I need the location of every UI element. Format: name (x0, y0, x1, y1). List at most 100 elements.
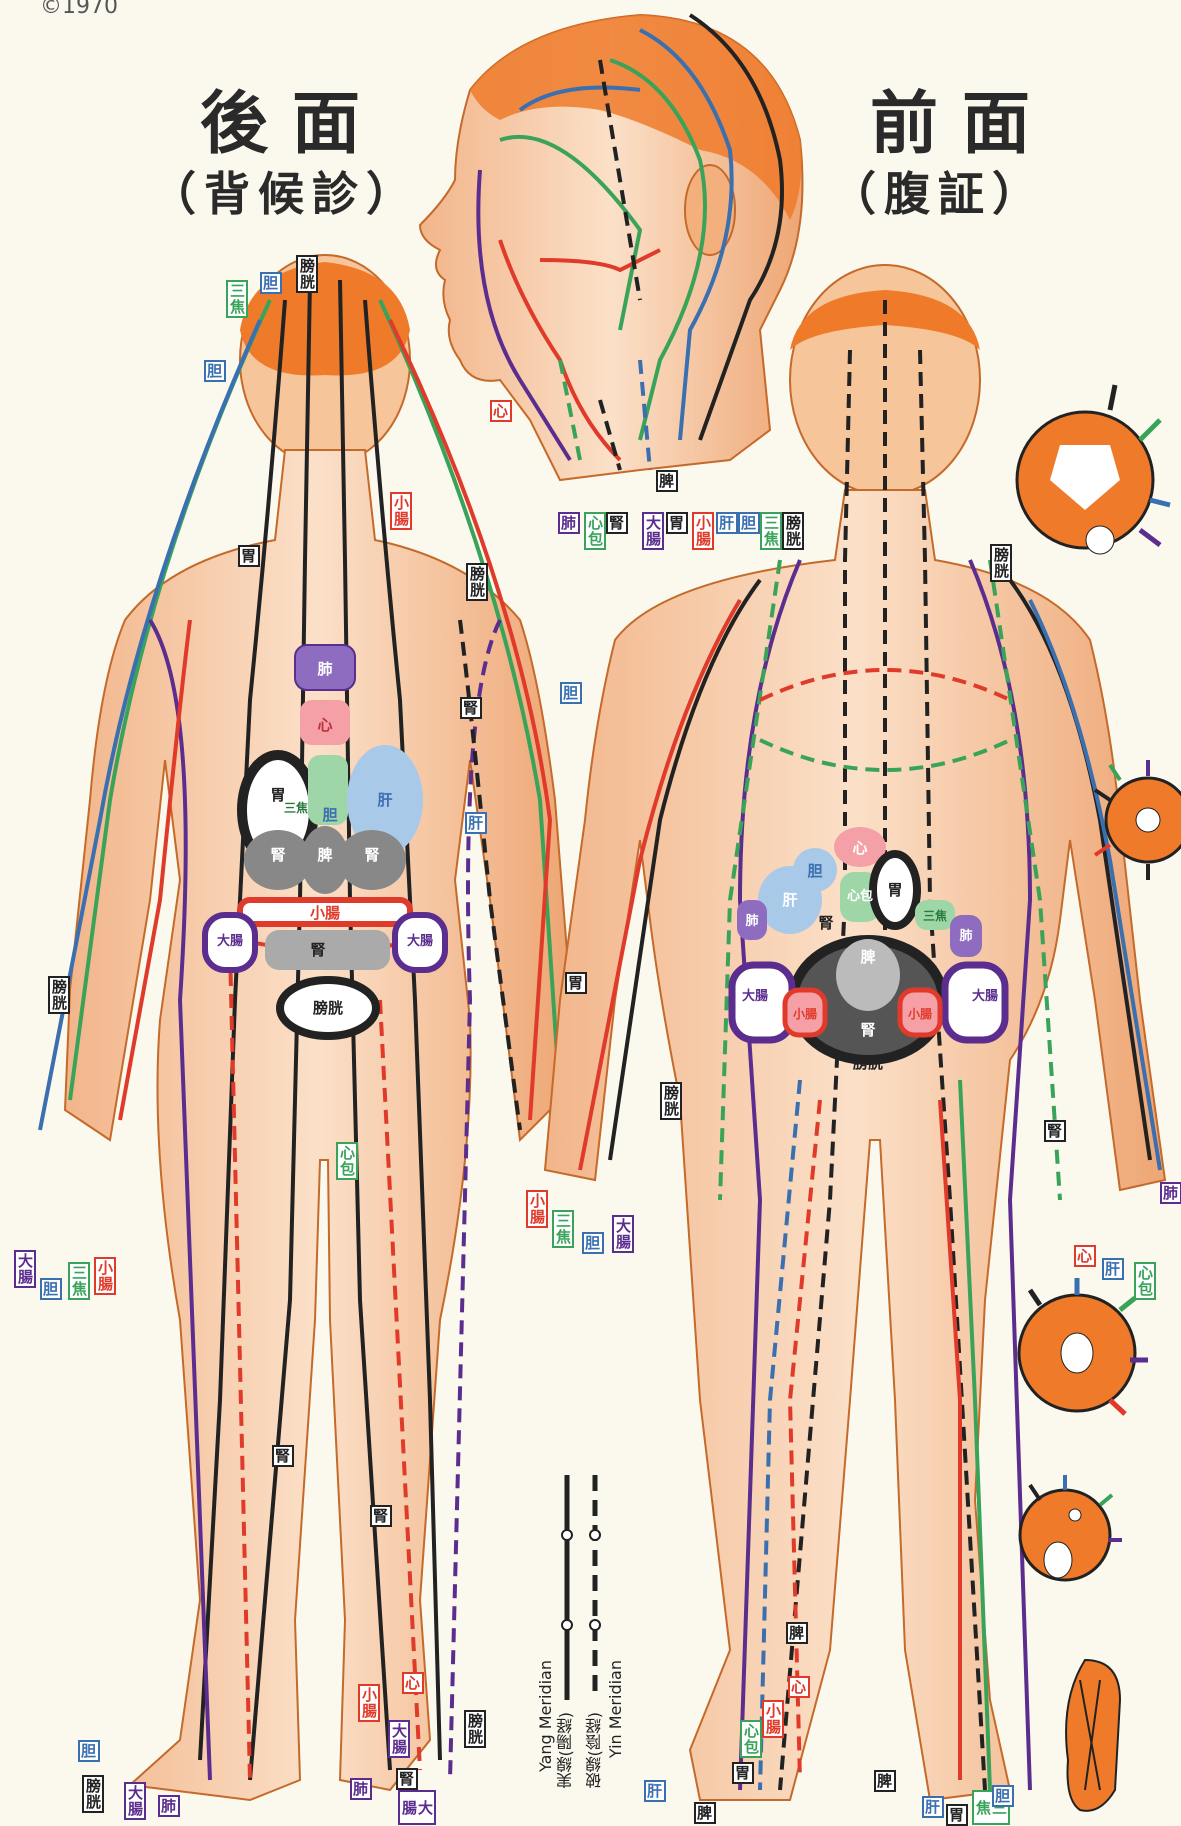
meridian-tag: 胆 (560, 682, 582, 704)
meridian-tag: 胃 (946, 1804, 968, 1826)
meridian-tag: 小腸 (94, 1257, 116, 1295)
meridian-tag: 心包 (584, 512, 606, 550)
meridian-tag: 腎 (370, 1505, 392, 1527)
legend-dashed-en: Yin Meridian (606, 1660, 625, 1758)
legend-solid-en: Yang Meridian (536, 1660, 555, 1772)
cross-section-leg (1020, 1475, 1122, 1580)
meridian-tag: 三焦 (226, 280, 248, 318)
organ-lung: 肺 (317, 660, 332, 678)
organ-kidney-left: 腎 (270, 846, 285, 864)
foot-sole (1066, 1660, 1120, 1811)
organ-small-intestine-right: 小腸 (908, 1006, 932, 1021)
organ-spleen: 脾 (317, 846, 332, 864)
organ-large-intestine-left: 大腸 (742, 988, 768, 1004)
meridian-tag: 小腸 (390, 492, 412, 530)
organ-liver: 肝 (377, 791, 392, 809)
legend (562, 1475, 600, 1700)
back-title: 後面 (200, 68, 384, 167)
meridian-tag: 心包 (740, 1720, 762, 1758)
organ-heart: 心 (317, 716, 332, 734)
meridian-tag: 心包 (1134, 1262, 1156, 1300)
meridian-tag: 胆 (582, 1232, 604, 1254)
copyright: ©1970 (40, 0, 118, 19)
meridian-tag: 胆 (40, 1278, 62, 1300)
front-title: 前面 (870, 68, 1054, 167)
meridian-tag: 脾 (786, 1622, 808, 1644)
meridian-tag: 腎 (396, 1768, 418, 1790)
meridian-tag: 大腸 (612, 1215, 634, 1253)
meridian-tag: 大腸 (398, 1790, 436, 1825)
organ-gallbladder: 胆 (807, 862, 822, 880)
legend-solid-label: 実線(陽経) (554, 1712, 578, 1788)
back-subtitle: （背候診） (150, 158, 420, 224)
meridian-tag: 胃 (238, 545, 260, 567)
meridian-tag: 肺 (1160, 1182, 1181, 1204)
front-subtitle: （腹証） (830, 158, 1046, 224)
meridian-tag: 胃 (666, 512, 688, 534)
meridian-tag: 脾 (694, 1802, 716, 1824)
organ-large-intestine-right: 大腸 (972, 988, 998, 1004)
meridian-tag: 膀胱 (466, 563, 488, 601)
meridian-tag: 脾 (874, 1770, 896, 1792)
organ-triple-heater: 三焦 (284, 800, 308, 815)
meridian-tag: 膀胱 (296, 255, 318, 293)
meridian-tag: 胆 (738, 512, 760, 534)
organ-small-intestine: 小腸 (310, 904, 340, 922)
meridian-tag: 膀胱 (782, 512, 804, 550)
organ-kidney-right: 腎 (364, 846, 379, 864)
meridian-tag: 脾 (656, 470, 678, 492)
meridian-tag: 膀胱 (48, 976, 70, 1014)
meridian-tag: 胃 (732, 1762, 754, 1784)
meridian-tag: 大腸 (14, 1250, 36, 1288)
meridian-tag: 腎 (1044, 1120, 1066, 1142)
meridian-tag: 肺 (350, 1778, 372, 1800)
meridian-tag: 肝 (716, 512, 738, 534)
organ-kidney-low: 腎 (860, 1021, 875, 1039)
meridian-tag: 肝 (922, 1796, 944, 1818)
cross-section-thigh (1019, 1278, 1148, 1414)
organ-pericardium: 心包 (847, 888, 873, 904)
meridian-tag: 肺 (558, 512, 580, 534)
meridian-tag: 小腸 (358, 1684, 380, 1722)
legend-dashed-label: 破線(陰経) (583, 1712, 607, 1788)
meridian-tag: 腎 (272, 1445, 294, 1467)
meridian-tag: 大腸 (388, 1720, 410, 1758)
meridian-tag: 心 (402, 1672, 424, 1694)
organ-spleen: 脾 (860, 948, 875, 966)
meridian-tag: 胆 (992, 1785, 1014, 1807)
meridian-tag: 胆 (78, 1740, 100, 1762)
organ-stomach: 胃 (887, 881, 902, 899)
meridian-tag: 三焦 (68, 1262, 90, 1300)
meridian-tag: 胆 (204, 360, 226, 382)
meridian-tag: 胆 (260, 272, 282, 294)
organ-kidney-low: 腎 (310, 941, 325, 959)
meridian-tag: 三焦 (760, 512, 782, 550)
meridian-tag: 膀胱 (464, 1710, 486, 1748)
meridian-tag: 心包 (336, 1142, 358, 1180)
organ-heart: 心 (852, 839, 867, 857)
meridian-tag: 心 (490, 400, 512, 422)
meridian-tag: 肝 (1102, 1258, 1124, 1280)
meridian-tag: 肝 (644, 1780, 666, 1802)
meridian-tag: 心 (788, 1676, 810, 1698)
meridian-tag: 膀胱 (660, 1082, 682, 1120)
meridian-tag: 三焦 (552, 1210, 574, 1248)
meridian-tag: 小腸 (526, 1190, 548, 1228)
organ-liver: 肝 (782, 891, 797, 909)
meridian-tag: 小腸 (692, 512, 714, 550)
meridian-tag: 膀胱 (990, 544, 1012, 582)
meridian-tag: 大腸 (642, 512, 664, 550)
meridian-tag: 腎 (460, 697, 482, 719)
organ-bladder: 膀胱 (853, 1054, 883, 1072)
head-profile (420, 15, 803, 480)
organ-lung-right: 肺 (959, 928, 972, 944)
meridian-tag: 肺 (158, 1795, 180, 1817)
organ-large-intestine-right: 大腸 (407, 933, 433, 949)
organ-kidney: 腎 (818, 914, 833, 932)
meridian-tag: 大腸 (124, 1782, 146, 1820)
meridian-tag: 心 (1074, 1245, 1096, 1267)
meridian-tag: 胃 (565, 972, 587, 994)
organ-lung-left: 肺 (745, 913, 758, 929)
organ-small-intestine-left: 小腸 (793, 1006, 817, 1021)
